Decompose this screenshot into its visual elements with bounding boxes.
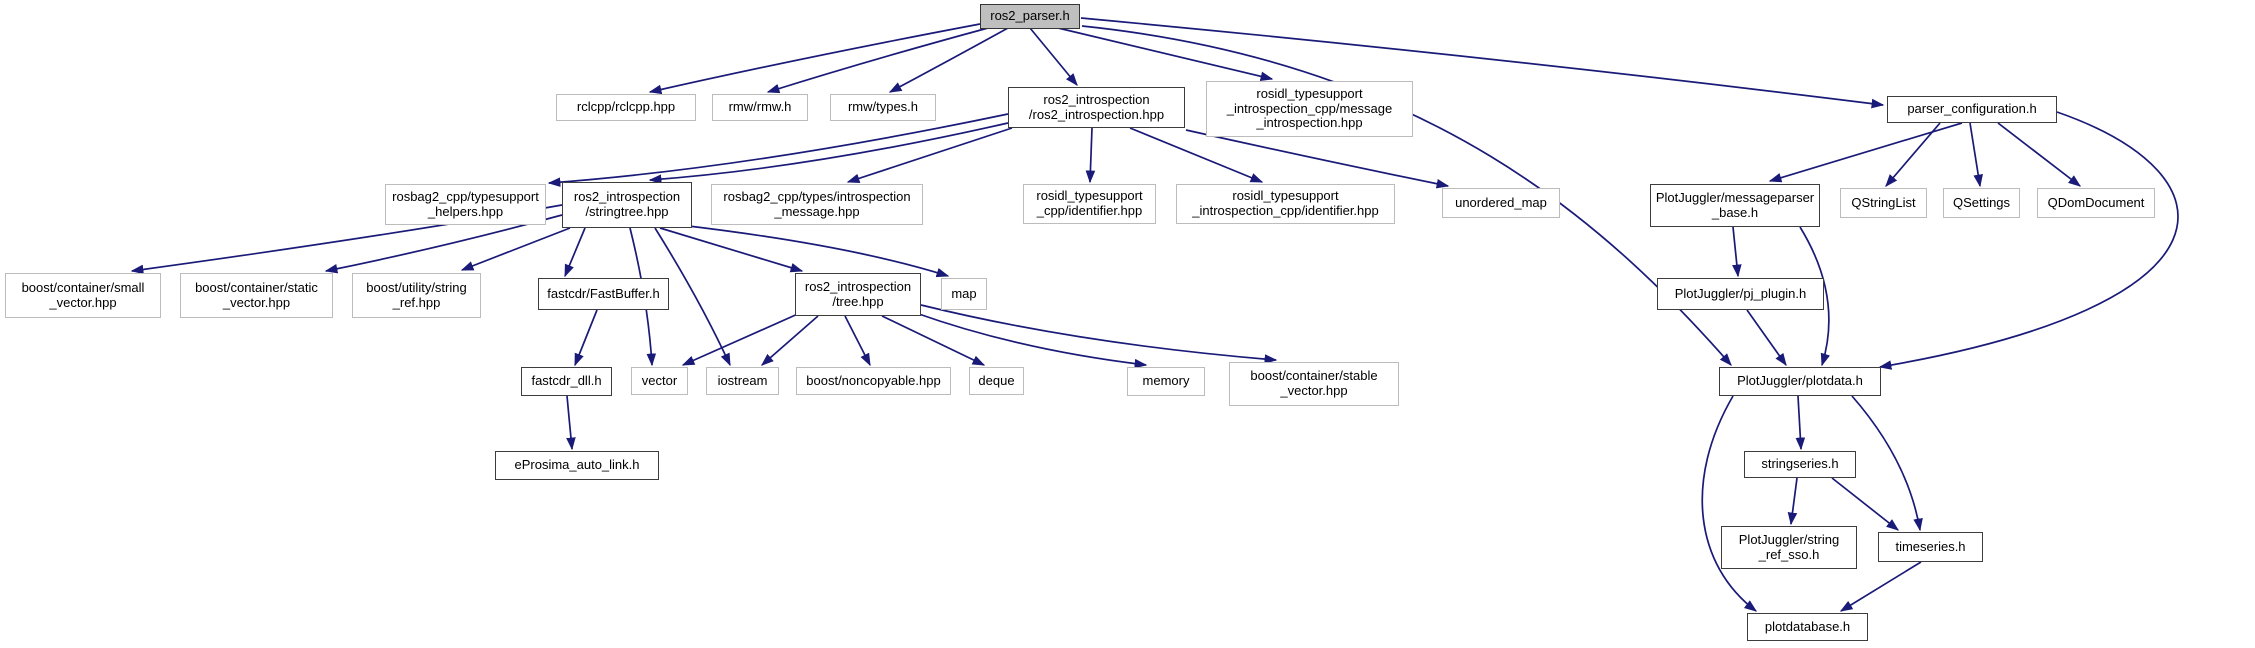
node-unordered_map: unordered_map xyxy=(1442,188,1560,218)
edge-stringseries-to-timeseries xyxy=(1831,477,1900,531)
node-map: map xyxy=(941,278,987,310)
edge-ros2_parser-to-rmw_types xyxy=(888,27,1009,93)
node-rmw_types: rmw/types.h xyxy=(830,94,936,121)
node-stable_vector: boost/container/stable _vector.hpp xyxy=(1229,362,1399,406)
node-plotdata[interactable]: PlotJuggler/plotdata.h xyxy=(1719,367,1881,396)
node-parser_configuration[interactable]: parser_configuration.h xyxy=(1887,96,2057,123)
node-eprosima_auto_link[interactable]: eProsima_auto_link.h xyxy=(495,451,659,480)
edge-timeseries-to-plotdatabase xyxy=(1839,561,1922,612)
node-static_vector: boost/container/static _vector.hpp xyxy=(180,273,333,318)
edge-fastbuffer-to-fastcdr_dll xyxy=(574,309,598,367)
edge-parser_configuration-to-messageparser_base xyxy=(1768,122,1963,183)
node-timeseries[interactable]: timeseries.h xyxy=(1878,532,1983,562)
edge-ros2_introspection_hpp-to-unordered_map xyxy=(1185,129,1450,189)
edge-tree_hpp-to-deque xyxy=(881,315,986,366)
edge-fastcdr_dll-to-eprosima_auto_link xyxy=(566,395,576,451)
node-stringtree[interactable]: ros2_introspection /stringtree.hpp xyxy=(562,182,692,228)
edge-ros2_parser-to-ros2_introspection_hpp xyxy=(1029,27,1078,87)
edge-pj_plugin-to-plotdata xyxy=(1746,309,1787,367)
edge-stringtree-to-tree_hpp xyxy=(659,227,804,273)
edge-stringtree-to-fastbuffer xyxy=(564,227,586,278)
edge-ros2_introspection_hpp-to-ts_introspection_identifier xyxy=(1129,127,1264,183)
edge-parser_configuration-to-plotdata xyxy=(1878,111,2179,370)
node-typesupport_helpers: rosbag2_cpp/typesupport _helpers.hpp xyxy=(385,184,546,225)
node-ros2_introspection_hpp[interactable]: ros2_introspection /ros2_introspection.h… xyxy=(1008,87,1185,128)
node-tree_hpp[interactable]: ros2_introspection /tree.hpp xyxy=(795,273,921,316)
node-noncopyable: boost/noncopyable.hpp xyxy=(796,367,951,395)
edge-plotdata-to-plotdatabase xyxy=(1701,395,1758,612)
node-ts_introspection_identifier: rosidl_typesupport _introspection_cpp/id… xyxy=(1176,184,1395,224)
edge-ros2_introspection_hpp-to-introspection_message xyxy=(846,127,1013,183)
node-ts_cpp_identifier: rosidl_typesupport _cpp/identifier.hpp xyxy=(1023,184,1156,224)
edge-messageparser_base-to-pj_plugin xyxy=(1732,226,1742,278)
node-messageparser_base[interactable]: PlotJuggler/messageparser _base.h xyxy=(1650,184,1820,227)
node-string_ref: boost/utility/string _ref.hpp xyxy=(352,273,481,318)
edge-parser_configuration-to-qdomdocument xyxy=(1997,122,2082,187)
edge-ros2_parser-to-parser_configuration xyxy=(1080,17,1885,109)
node-fastbuffer[interactable]: fastcdr/FastBuffer.h xyxy=(538,278,669,310)
edge-stringtree-to-iostream xyxy=(654,227,731,367)
edge-ros2_parser-to-rclcpp xyxy=(648,23,981,95)
edge-messageparser_base-to-plotdata xyxy=(1799,226,1830,367)
edge-plotdata-to-stringseries xyxy=(1795,395,1806,451)
edges-group xyxy=(130,17,2179,612)
node-deque: deque xyxy=(969,367,1024,395)
edge-stringtree-to-string_ref xyxy=(460,227,571,271)
node-small_vector: boost/container/small _vector.hpp xyxy=(5,273,161,318)
node-qstringlist: QStringList xyxy=(1840,188,1927,218)
node-string_ref_sso[interactable]: PlotJuggler/string _ref_sso.h xyxy=(1721,526,1857,569)
edge-tree_hpp-to-iostream xyxy=(761,315,819,366)
edge-ros2_introspection_hpp-to-typesupport_helpers xyxy=(547,113,1009,187)
edge-tree_hpp-to-memory xyxy=(915,312,1148,369)
node-memory: memory xyxy=(1127,367,1205,396)
node-introspection_message: rosbag2_cpp/types/introspection _message… xyxy=(711,184,923,225)
edge-tree_hpp-to-stable_vector xyxy=(920,304,1278,364)
edge-stringtree-to-map xyxy=(679,224,950,278)
node-vector: vector xyxy=(631,367,688,395)
node-message_introspection: rosidl_typesupport _introspection_cpp/me… xyxy=(1206,81,1413,137)
edge-ros2_introspection_hpp-to-stringtree xyxy=(648,122,1009,184)
node-qsettings: QSettings xyxy=(1943,188,2020,218)
node-iostream: iostream xyxy=(706,367,779,395)
node-rclcpp: rclcpp/rclcpp.hpp xyxy=(556,94,696,121)
node-stringseries[interactable]: stringseries.h xyxy=(1744,451,1856,478)
edge-tree_hpp-to-vector xyxy=(681,312,801,366)
node-plotdatabase[interactable]: plotdatabase.h xyxy=(1747,613,1868,641)
edge-parser_configuration-to-qstringlist xyxy=(1885,122,1941,187)
node-qdomdocument: QDomDocument xyxy=(2037,188,2155,218)
node-pj_plugin[interactable]: PlotJuggler/pj_plugin.h xyxy=(1657,278,1824,310)
edge-stringseries-to-string_ref_sso xyxy=(1787,477,1798,526)
edge-plotdata-to-timeseries xyxy=(1851,395,1923,532)
edge-parser_configuration-to-qsettings xyxy=(1969,122,1983,188)
node-rmw_rmw: rmw/rmw.h xyxy=(712,94,808,121)
node-fastcdr_dll[interactable]: fastcdr_dll.h xyxy=(521,367,612,396)
edge-tree_hpp-to-noncopyable xyxy=(844,315,871,367)
edge-ros2_parser-to-message_introspection xyxy=(1057,27,1274,81)
node-ros2_parser: ros2_parser.h xyxy=(980,4,1080,29)
edge-ros2_introspection_hpp-to-ts_cpp_identifier xyxy=(1085,127,1096,184)
edge-ros2_parser-to-rmw_rmw xyxy=(766,27,989,94)
